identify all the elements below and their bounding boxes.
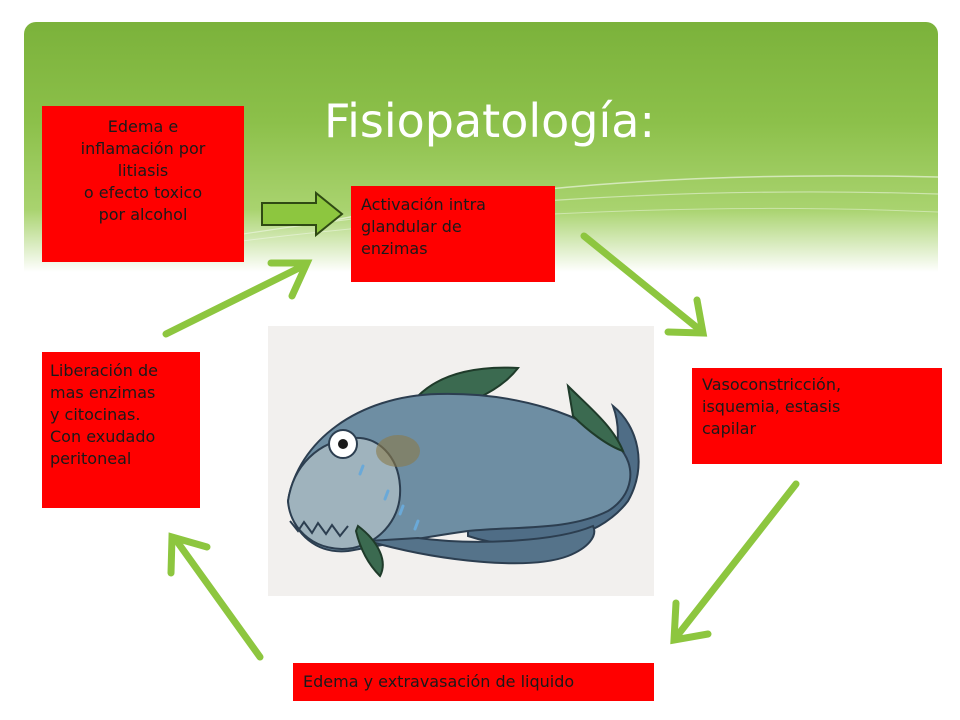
box-vasoconstriccion: Vasoconstricción, isquemia, estasis capi… (692, 368, 942, 464)
box-line: inflamación por (80, 139, 206, 158)
box-line: glandular de (361, 217, 462, 236)
box-line: litiasis (117, 161, 169, 180)
box-edema-inflamacion: Edema e inflamación por litiasis o efect… (42, 106, 244, 262)
right-block-arrow-icon (261, 190, 344, 238)
cycle-arrow-icon (162, 259, 313, 338)
box-extravasacion-liquido: Edema y extravasación de liquido (293, 663, 654, 701)
page-title: Fisiopatología: (324, 94, 655, 148)
box-liberacion-enzimas: Liberación de mas enzimas y citocinas. C… (42, 352, 200, 508)
cycle-arrow-icon (670, 480, 800, 645)
box-line: y citocinas. (50, 405, 141, 424)
box-line: capilar (702, 419, 757, 438)
fish-illustration (268, 326, 654, 596)
box-line: Liberación de (50, 361, 158, 380)
box-line: Edema y extravasación de liquido (303, 672, 575, 691)
box-line: Edema e (107, 117, 179, 136)
cycle-arrow-icon (580, 232, 708, 337)
box-line: enzimas (361, 239, 428, 258)
cycle-arrow-icon (167, 532, 264, 661)
box-line: peritoneal (50, 449, 132, 468)
box-line: isquemia, estasis (702, 397, 841, 416)
box-line: o efecto toxico (83, 183, 203, 202)
box-line: Con exudado (50, 427, 156, 446)
box-line: Activación intra (361, 195, 486, 214)
box-line: por alcohol (98, 205, 188, 224)
box-line: mas enzimas (50, 383, 156, 402)
box-line: Vasoconstricción, (702, 375, 842, 394)
box-activacion-enzimas: Activación intra glandular de enzimas (351, 186, 555, 282)
